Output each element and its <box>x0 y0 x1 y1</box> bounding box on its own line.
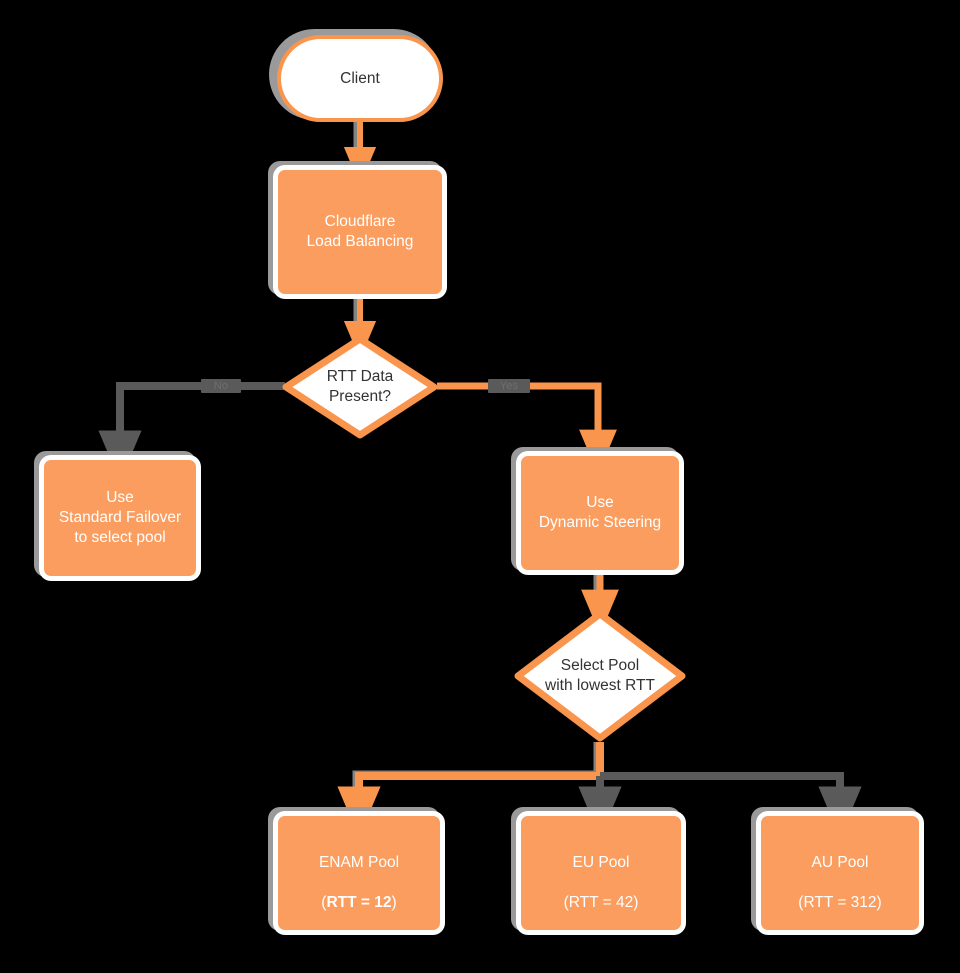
node-au-pool-rtt-open: ( <box>798 893 804 911</box>
edge-decision-no-to-failover <box>98 382 285 482</box>
node-rtt-data-present-decision[interactable]: RTT Data Present? <box>282 332 438 442</box>
node-eu-pool[interactable]: EU Pool (RTT = 42) <box>521 816 681 930</box>
node-standard-failover-label: Use Standard Failover to select pool <box>58 489 182 546</box>
edge-label-no: No <box>201 379 241 393</box>
node-enam-pool[interactable]: ENAM Pool (RTT = 12) <box>278 816 440 930</box>
node-eu-pool-rtt-close: ) <box>633 893 639 911</box>
node-enam-pool-label: ENAM Pool (RTT = 12) <box>313 833 405 912</box>
node-cloudflare-load-balancing-label: Cloudflare Load Balancing <box>306 213 414 250</box>
edge-selectpool-to-enam <box>337 742 604 838</box>
node-au-pool-rtt: RTT = 312 <box>803 893 877 911</box>
node-au-pool-name: AU Pool <box>811 854 869 872</box>
node-enam-pool-rtt-open: ( <box>321 893 327 911</box>
node-dynamic-steering[interactable]: Use Dynamic Steering <box>521 456 679 570</box>
node-select-pool-label: Select Pool with lowest RTT <box>545 657 655 694</box>
node-au-pool-rtt-close: ) <box>876 893 882 911</box>
node-enam-pool-rtt-close: ) <box>391 893 397 911</box>
node-eu-pool-rtt: RTT = 42 <box>568 893 634 911</box>
edge-label-yes: Yes <box>488 379 530 393</box>
node-enam-pool-name: ENAM Pool <box>318 854 400 872</box>
edge-selectpool-to-au <box>600 772 862 838</box>
node-cloudflare-load-balancing[interactable]: Cloudflare Load Balancing <box>278 170 442 294</box>
diamond-shape <box>282 335 438 439</box>
node-client[interactable]: Client <box>277 35 443 122</box>
node-rtt-data-present-label: RTT Data Present? <box>326 368 394 405</box>
node-standard-failover[interactable]: Use Standard Failover to select pool <box>44 460 196 576</box>
node-select-pool-decision[interactable]: Select Pool with lowest RTT <box>512 608 688 744</box>
diamond-shape <box>514 610 686 742</box>
node-eu-pool-rtt-open: ( <box>563 893 569 911</box>
node-client-label: Client <box>340 69 380 87</box>
edge-decision-yes-to-steering <box>437 382 617 475</box>
node-eu-pool-label: EU Pool (RTT = 42) <box>558 833 645 912</box>
node-eu-pool-name: EU Pool <box>572 854 630 872</box>
node-dynamic-steering-label: Use Dynamic Steering <box>538 494 662 531</box>
node-enam-pool-rtt: RTT = 12 <box>326 893 392 911</box>
node-au-pool-label: AU Pool (RTT = 312) <box>792 833 887 912</box>
node-au-pool[interactable]: AU Pool (RTT = 312) <box>761 816 919 930</box>
